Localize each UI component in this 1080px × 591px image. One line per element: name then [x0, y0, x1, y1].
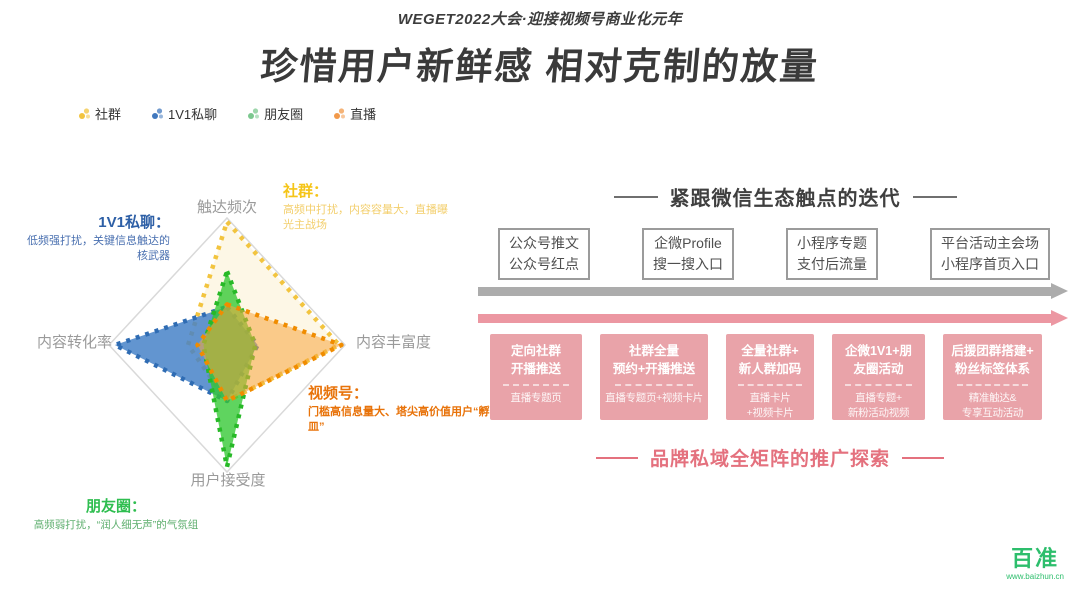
- annotation-title: 视频号：: [308, 385, 369, 402]
- campaign-box: 后援团群搭建+ 粉丝标签体系 精准触达& 专享互动活动: [943, 334, 1042, 420]
- timeline-arrow-gray: [478, 283, 1068, 300]
- campaign-title: 定向社群: [510, 344, 561, 358]
- section-heading-text: 紧跟微信生态触点的迭代: [669, 188, 901, 210]
- legend-item-1v1: 1V1私聊: [151, 104, 217, 123]
- touchpoint-box: 公众号推文 公众号红点: [498, 228, 590, 280]
- annotation-desc: 高频中打扰，内容容量大，直播曝光主战场: [283, 203, 448, 232]
- campaign-box: 全量社群+ 新人群加码 直播卡片 +视频卡片: [726, 334, 814, 420]
- campaign-subtitle: 精准触达&: [968, 392, 1017, 404]
- annotation-1v1: 1V1私聊： 低频强打扰，关键信息触达的核武器: [18, 213, 170, 265]
- legend-label: 社群: [95, 107, 122, 122]
- campaign-subtitle: 直播卡片: [749, 392, 791, 404]
- axis-label-bottom: 用户接受度: [190, 472, 266, 489]
- dash-line: [902, 456, 944, 459]
- touchpoint-box: 企微Profile 搜一搜入口: [642, 228, 734, 280]
- dash-line: [912, 195, 957, 198]
- campaign-box-row: 定向社群 开播推送 直播专题页 社群全量 预约+开播推送 直播专题页+视频卡片 …: [490, 334, 1042, 420]
- campaign-subtitle: 直播专题页: [510, 392, 562, 404]
- logo-url: www.baizhun.cn: [1006, 572, 1064, 581]
- touchpoint-box: 小程序专题 支付后流量: [786, 228, 878, 280]
- page-title: 珍惜用户新鲜感 相对克制的放量: [258, 46, 821, 87]
- legend-label: 朋友圈: [264, 107, 304, 122]
- annotation-desc: 低频强打扰，关键信息触达的核武器: [27, 234, 170, 263]
- campaign-subtitle: 新粉活动视频: [847, 406, 910, 419]
- cluster-icon: [334, 108, 346, 119]
- baizhun-logo: 百准 www.baizhun.cn: [1006, 545, 1064, 581]
- campaign-title: 社群全量: [628, 344, 679, 358]
- campaign-title: 后援团群搭建+: [951, 344, 1034, 358]
- annotation-shipinhao: 视频号： 门槛高信息量大、塔尖高价值用户“孵化皿”: [308, 384, 506, 436]
- dashed-divider: [738, 384, 802, 386]
- legend-item-shequn: 社群: [78, 104, 121, 123]
- annotation-title: 1V1私聊：: [98, 214, 170, 231]
- campaign-title: 粉丝标签体系: [954, 361, 1030, 376]
- touchpoint-box: 平台活动主会场 小程序首页入口: [930, 228, 1050, 280]
- dashed-divider: [615, 384, 693, 386]
- radar-chart: [107, 216, 347, 474]
- annotation-desc: 高频弱打扰，“润人细无声”的气氛组: [33, 518, 199, 531]
- annotation-pengyouquan: 朋友圈： 高频弱打扰，“润人细无声”的气氛组: [16, 497, 216, 533]
- cluster-icon: [152, 108, 164, 119]
- axis-label-top: 触达频次: [196, 199, 257, 216]
- legend-label: 1V1私聊: [168, 107, 218, 122]
- timeline-arrow-pink: [478, 310, 1068, 327]
- touchpoint-line: 公众号推文: [509, 235, 579, 251]
- campaign-box: 企微1V1+朋 友圈活动 直播专题+ 新粉活动视频: [832, 334, 925, 420]
- touchpoint-line: 平台活动主会场: [941, 235, 1039, 251]
- axis-label-right: 内容丰富度: [356, 334, 432, 351]
- section-heading-text: 品牌私域全矩阵的推广探索: [649, 449, 890, 470]
- campaign-subtitle: 专享互动活动: [961, 406, 1024, 419]
- annotation-title: 朋友圈：: [85, 498, 146, 515]
- legend-item-pengyouquan: 朋友圈: [247, 104, 303, 123]
- touchpoint-line: 小程序专题: [797, 235, 867, 251]
- annotation-desc: 门槛高信息量大、塔尖高价值用户“孵化皿”: [308, 405, 501, 434]
- touchpoint-box-row: 公众号推文 公众号红点 企微Profile 搜一搜入口 小程序专题 支付后流量 …: [498, 228, 1050, 280]
- section-heading-touchpoints: 紧跟微信生态触点的迭代: [600, 182, 970, 211]
- campaign-title: 友圈活动: [853, 361, 904, 376]
- campaign-box: 社群全量 预约+开播推送 直播专题页+视频卡片: [600, 334, 708, 420]
- campaign-subtitle: 直播专题页+视频卡片: [605, 392, 703, 404]
- dash-line: [613, 195, 658, 198]
- touchpoint-line: 搜一搜入口: [653, 256, 723, 272]
- conference-subtitle: WEGET2022大会·迎接视频号商业化元年: [397, 11, 683, 28]
- campaign-title: 开播推送: [510, 361, 561, 376]
- campaign-title: 新人群加码: [738, 361, 802, 376]
- axis-label-left: 内容转化率: [36, 334, 112, 351]
- touchpoint-line: 小程序首页入口: [941, 256, 1039, 272]
- campaign-box: 定向社群 开播推送 直播专题页: [490, 334, 582, 420]
- arrow-body: [478, 287, 1052, 296]
- cluster-icon: [248, 108, 260, 119]
- campaign-title: 企微1V1+朋: [844, 344, 913, 358]
- legend-item-zhibo: 直播: [333, 104, 376, 123]
- touchpoint-line: 企微Profile: [654, 235, 722, 251]
- dashed-divider: [502, 384, 570, 386]
- section-heading-private-domain: 品牌私域全矩阵的推广探索: [540, 444, 1000, 471]
- campaign-subtitle: 直播专题+: [855, 392, 902, 404]
- annotation-title: 社群：: [283, 183, 329, 200]
- touchpoint-line: 公众号红点: [509, 256, 579, 272]
- annotation-shequn: 社群： 高频中打扰，内容容量大，直播曝光主战场: [283, 182, 451, 234]
- cluster-icon: [79, 108, 90, 119]
- dash-line: [595, 456, 638, 459]
- logo-text: 百准: [1011, 545, 1060, 571]
- arrow-head-icon: [1051, 310, 1068, 326]
- campaign-title: 全量社群+: [741, 344, 799, 358]
- dashed-divider: [956, 384, 1029, 386]
- dashed-divider: [845, 384, 912, 386]
- campaign-subtitle: +视频卡片: [746, 406, 794, 419]
- chart-legend: 社群 1V1私聊 朋友圈 直播: [78, 104, 376, 123]
- touchpoint-line: 支付后流量: [797, 256, 867, 272]
- arrow-head-icon: [1051, 283, 1068, 299]
- legend-label: 直播: [350, 107, 377, 122]
- campaign-title: 预约+开播推送: [612, 361, 696, 376]
- arrow-body: [478, 314, 1052, 323]
